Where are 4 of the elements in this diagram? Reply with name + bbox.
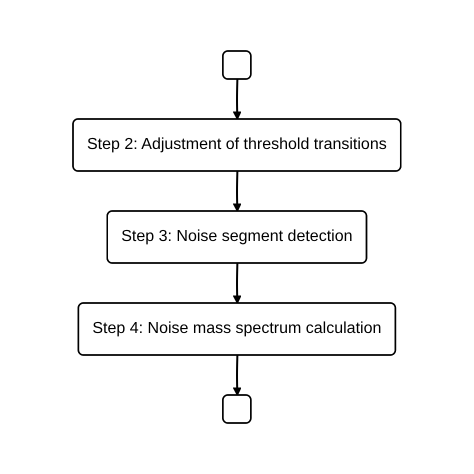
arrow xyxy=(232,171,242,212)
arrow xyxy=(232,79,242,120)
arrow xyxy=(232,263,242,304)
arrow xyxy=(232,355,242,396)
